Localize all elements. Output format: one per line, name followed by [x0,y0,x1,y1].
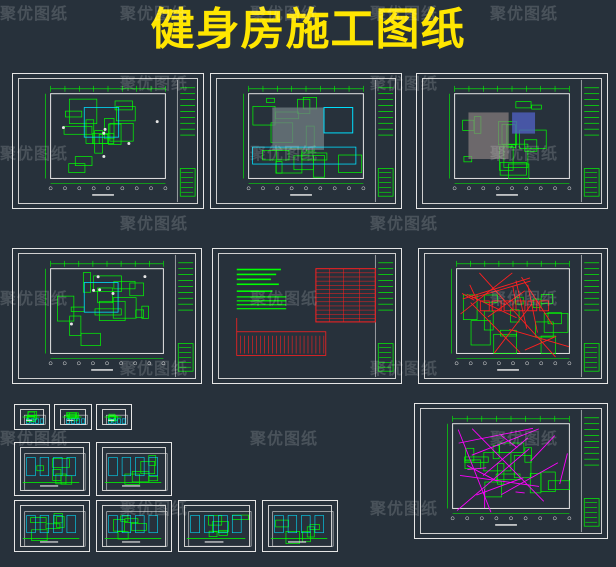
cad-drawing [45,79,196,203]
watermark-text: 聚优图纸 [250,429,319,448]
drawing-sheet-electrical-plan[interactable] [418,248,608,384]
cad-drawing [104,413,128,425]
sheet-border [20,447,84,491]
cad-drawing [104,453,168,491]
sheet-border [102,447,166,491]
drawing-sheet-floor-plan-1[interactable] [12,73,204,209]
drawing-sheet-floor-plan-2[interactable] [12,248,202,384]
drawing-sheet-detail-3[interactable] [96,404,132,430]
cad-drawing [243,79,394,203]
watermark-text: 聚优图纸 [120,214,189,233]
drawing-sheet-elevation-3[interactable] [14,500,90,552]
cad-drawing [270,511,334,547]
drawing-sheet-elevation-5[interactable] [178,500,256,552]
drawing-sheet-schedule[interactable] [212,248,402,384]
drawing-sheet-elevation-1[interactable] [14,442,90,496]
cad-drawing [45,254,194,378]
cad-drawing [104,511,168,547]
sheet-border [184,505,250,547]
watermark-text: 聚优图纸 [370,214,439,233]
cad-drawing [447,409,600,533]
cad-drawing [62,412,88,425]
sheet-border [424,253,602,379]
drawing-sheet-elevation-2[interactable] [96,442,172,496]
cad-drawing [22,511,86,547]
cad-drawing [22,453,86,491]
sheet-border [20,505,84,547]
sheet-border [268,505,332,547]
cad-drawing [22,411,46,425]
cad-drawing [186,511,252,547]
drawing-sheet-color-plan[interactable] [416,73,608,209]
page-title: 健身房施工图纸 [150,4,466,55]
drawing-sheet-detail-2[interactable] [54,404,92,430]
cad-drawing [236,254,394,378]
sheet-border [216,78,396,204]
cad-drawing [449,79,600,203]
sheet-border [18,78,198,204]
sheet-border [218,253,396,379]
sheet-border [420,408,602,534]
drawing-sheet-elevation-4[interactable] [96,500,172,552]
cad-drawing [451,254,600,378]
drawing-sheet-wiring-plan[interactable] [414,403,608,539]
drawing-sheet-detail-1[interactable] [14,404,50,430]
sheet-border [422,78,602,204]
sheet-border [102,505,166,547]
drawing-sheet-elevation-6[interactable] [262,500,338,552]
sheet-border [18,253,196,379]
drawing-sheet-ceiling-plan[interactable] [210,73,402,209]
